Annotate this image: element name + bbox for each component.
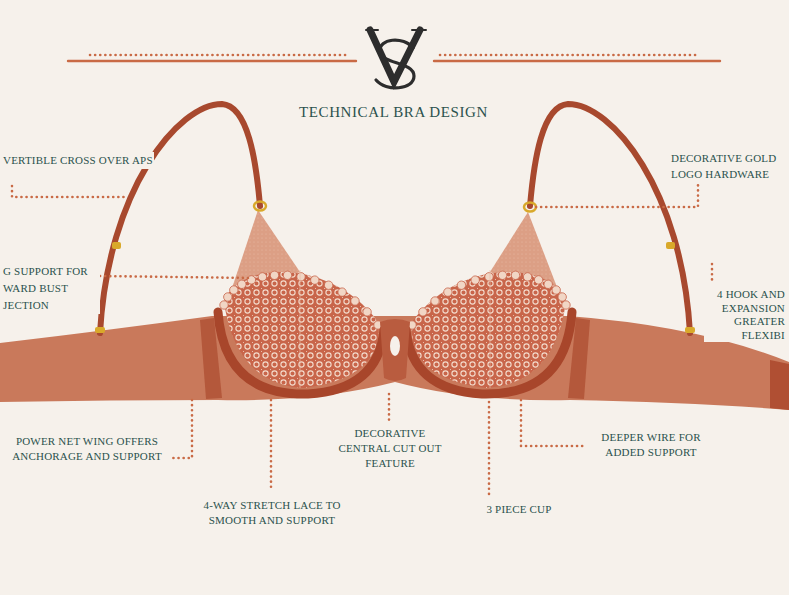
callout-label: DECORATIVE CENTRAL CUT OUT FEATURE [330, 426, 450, 471]
keyhole-cutout [390, 336, 400, 356]
underband [0, 316, 789, 410]
callout-label: 4 HOOK AND EXPANSION GREATER FLEXIBI [704, 288, 786, 342]
left-cup [224, 272, 378, 388]
logo-monogram [366, 30, 426, 88]
callout-label: POWER NET WING OFFERS ANCHORAGE AND SUPP… [6, 434, 168, 464]
callout-label: DEEPER WIRE FOR ADDED SUPPORT [585, 430, 717, 460]
underwire-channel [218, 312, 572, 394]
callout-label: DECORATIVE GOLD LOGO HARDWARE [670, 150, 786, 182]
callout-label: G SUPPORT FOR WARD BUST JECTION [2, 263, 100, 314]
diagram-title: TECHNICAL BRA DESIGN [299, 104, 488, 121]
callout-label: 3 PIECE CUP [468, 502, 570, 517]
right-cup [412, 272, 566, 388]
callout-label: 4-WAY STRETCH LACE TO SMOOTH AND SUPPORT [201, 498, 343, 528]
callout-label: VERTIBLE CROSS OVER APS [2, 152, 154, 169]
gold-hardware [254, 202, 536, 212]
straps [100, 104, 690, 333]
